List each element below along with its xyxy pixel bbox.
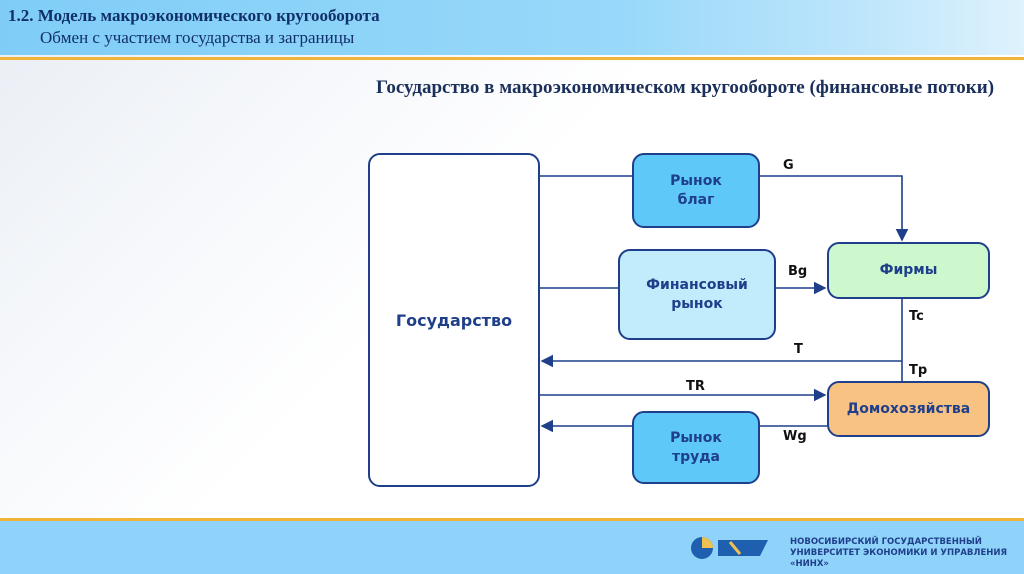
header-subtitle: Обмен с участием государства и заграницы xyxy=(40,28,355,47)
header-band xyxy=(0,0,1024,55)
financial-market-node: Финансовый рынок xyxy=(618,249,776,340)
households-node: Домохозяйства xyxy=(827,381,990,437)
goods-market-node: Рынок благ xyxy=(632,153,760,228)
government-node: Государство xyxy=(368,153,540,487)
university-name-line1: НОВОСИБИРСКИЙ ГОСУДАРСТВЕННЫЙ xyxy=(790,537,982,547)
flow-label-tc: Tc xyxy=(909,309,924,324)
flow-label-tp: Tp xyxy=(909,363,928,378)
flow-g-line xyxy=(540,175,902,240)
flow-label-t: T xyxy=(794,342,803,357)
flow-label-bg: Bg xyxy=(788,264,808,279)
flow-label-g: G xyxy=(783,158,794,173)
labor-market-node: Рынок труда xyxy=(632,411,760,484)
university-name-line2: УНИВЕРСИТЕТ ЭКОНОМИКИ И УПРАВЛЕНИЯ «НИНХ… xyxy=(790,548,1008,569)
slide-title: Государство в макроэкономическом кругооб… xyxy=(375,77,995,98)
footer-divider xyxy=(0,518,1024,521)
header-divider xyxy=(0,57,1024,60)
header-title: 1.2. Модель макроэкономического кругообо… xyxy=(8,6,380,25)
firms-node: Фирмы xyxy=(827,242,990,299)
flow-label-wg: Wg xyxy=(783,429,807,444)
flow-label-tr: TR xyxy=(686,379,705,394)
footer-band xyxy=(0,521,1024,574)
university-logo xyxy=(691,537,768,559)
